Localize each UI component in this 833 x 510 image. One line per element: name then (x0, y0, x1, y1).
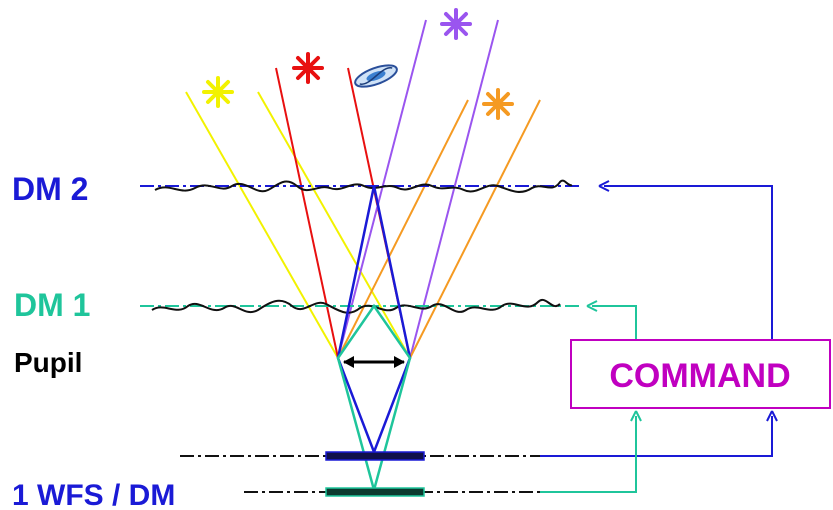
dm1-label: DM 1 (14, 287, 90, 323)
dm1-plane (140, 299, 580, 314)
light-rays (185, 19, 541, 359)
wfs-dm1-bar (325, 487, 425, 497)
wfs-dm2-bar (325, 451, 425, 461)
yellow-ray-right (257, 91, 411, 359)
feedback-loops (540, 180, 778, 493)
wfs-label: 1 WFS / DM (12, 479, 175, 510)
command-box-frame (570, 339, 831, 409)
galaxy-icon (354, 64, 398, 88)
wfs-planes (180, 451, 540, 497)
pupil-label: Pupil (14, 347, 82, 378)
dm2-feedback-output (598, 180, 773, 340)
dm1-relay-diamond (336, 303, 412, 495)
dm2-plane (140, 179, 580, 193)
purple-ray-right (409, 19, 499, 359)
purple-ray-left (337, 19, 427, 359)
command-label: COMMAND (609, 357, 790, 395)
orange-star-icon (482, 88, 514, 120)
command-box: COMMAND (570, 339, 831, 409)
dm2-wavefront (154, 179, 573, 193)
yellow-ray-left (185, 91, 339, 359)
red-star-icon (292, 52, 324, 84)
orange-ray-left (337, 99, 469, 359)
dm1-wavefront (151, 299, 561, 314)
yellow-star-icon (202, 76, 234, 108)
orange-ray-right (409, 99, 541, 359)
dm2-label: DM 2 (12, 171, 88, 207)
dm1-feedback-input (540, 410, 642, 493)
purple-star-icon (440, 8, 472, 40)
red-ray-left (275, 67, 339, 359)
dm1-feedback-output (586, 300, 637, 340)
dm2-feedback-input (540, 410, 778, 457)
